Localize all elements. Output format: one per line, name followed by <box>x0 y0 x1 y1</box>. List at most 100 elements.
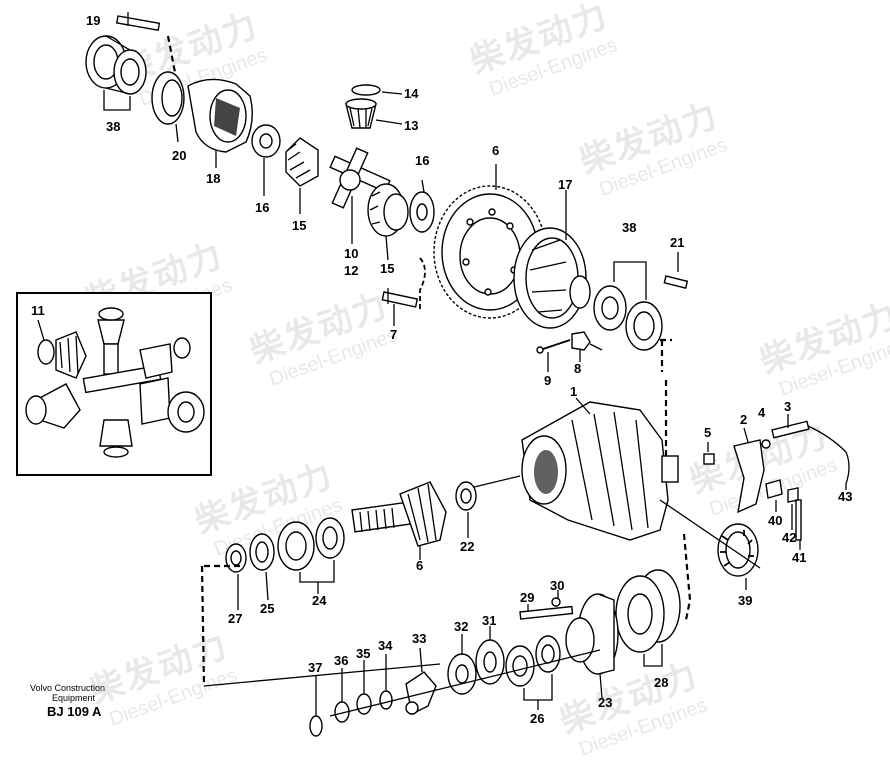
part-label-27: 27 <box>228 611 242 626</box>
washer-14 <box>351 84 381 96</box>
part-label-40: 40 <box>768 513 782 528</box>
part-label-6b: 6 <box>416 558 423 573</box>
part-label-33: 33 <box>412 631 426 646</box>
bolt-3 <box>771 420 810 439</box>
part-label-21: 21 <box>670 235 684 250</box>
part-label-38b: 38 <box>622 220 636 235</box>
drive-pinion-6 <box>351 481 447 547</box>
thrust-washer-16-second <box>409 191 435 233</box>
flange-28 <box>615 569 681 653</box>
part-label-34: 34 <box>378 638 393 653</box>
leader-38 <box>613 261 647 300</box>
flange-33 <box>405 671 437 716</box>
part-label-24: 24 <box>312 593 327 608</box>
part-label-4: 4 <box>758 405 766 420</box>
differential-case-half-17 <box>513 227 591 329</box>
part-label-43: 43 <box>838 489 852 504</box>
part-label-14: 14 <box>404 86 419 101</box>
washer-34 <box>379 690 393 710</box>
pinion-gear-13 <box>345 98 377 129</box>
axle-housing-1 <box>521 401 679 541</box>
spacer-27 <box>225 543 247 573</box>
side-gear-15 <box>285 137 319 187</box>
publisher-note: Volvo Construction Equipment <box>30 683 105 703</box>
nut-35 <box>356 693 372 715</box>
washer-30 <box>551 597 561 607</box>
part-label-5: 5 <box>704 425 711 440</box>
part-label-23: 23 <box>598 695 612 710</box>
part-label-12: 12 <box>344 263 358 278</box>
spider-cross-10 <box>329 147 391 209</box>
part-label-35: 35 <box>356 646 370 661</box>
part-label-3: 3 <box>784 399 791 414</box>
inset-gear-assembly <box>25 307 205 458</box>
bolt-29 <box>519 605 574 620</box>
bearing-38-top <box>85 35 147 95</box>
part-label-10: 10 <box>344 246 358 261</box>
part-label-2: 2 <box>740 412 747 427</box>
bolt-19 <box>115 12 161 31</box>
bearing-26 <box>505 635 561 687</box>
part-label-15b: 15 <box>380 261 394 276</box>
part-label-7: 7 <box>390 327 397 342</box>
dashed-assembly-line <box>660 338 672 470</box>
dashed-assembly-line <box>419 257 426 312</box>
bolt-7 <box>381 288 419 308</box>
spacer-32 <box>447 653 477 695</box>
part-label-26: 26 <box>530 711 544 726</box>
part-label-1: 1 <box>570 384 577 399</box>
part-label-18: 18 <box>206 171 220 186</box>
side-gear-15-second <box>367 183 409 237</box>
part-label-17: 17 <box>558 177 572 192</box>
ring-20 <box>151 71 185 125</box>
drawing-reference: BJ 109 A <box>47 704 102 719</box>
part-label-39: 39 <box>738 593 752 608</box>
leader-28 <box>643 644 663 667</box>
part-label-22: 22 <box>460 539 474 554</box>
part-label-11: 11 <box>31 303 45 318</box>
part-label-20: 20 <box>172 148 186 163</box>
note-line-2: Equipment <box>52 693 96 703</box>
bolt-21 <box>663 275 689 289</box>
nut-8 <box>571 331 591 351</box>
differential-case-half-18 <box>187 78 253 153</box>
ring-37 <box>309 715 323 737</box>
bearing-24 <box>277 517 345 571</box>
part-label-28: 28 <box>654 675 668 690</box>
part-label-19: 19 <box>86 13 100 28</box>
leader-24 <box>299 560 335 583</box>
bearing-cap-2 <box>733 439 765 514</box>
part-label-25: 25 <box>260 601 274 616</box>
lock-plate-40 <box>765 479 783 499</box>
seal-ring-31 <box>475 639 505 685</box>
dashed-assembly-line <box>200 533 692 687</box>
part-label-38a: 38 <box>106 119 120 134</box>
lock-wire-43 <box>807 425 850 485</box>
note-line-1: Volvo Construction <box>30 683 106 693</box>
lock-plate-9 <box>536 339 571 354</box>
bearing-22 <box>455 481 477 511</box>
part-label-32: 32 <box>454 619 468 634</box>
bearing-38-right <box>593 285 663 351</box>
part-label-15a: 15 <box>292 218 306 233</box>
part-label-36: 36 <box>334 653 348 668</box>
sleeve-5 <box>703 453 715 465</box>
part-label-30: 30 <box>550 578 564 593</box>
part-label-9: 9 <box>544 373 551 388</box>
screw-41 <box>795 499 802 541</box>
washer-4 <box>761 439 771 449</box>
part-label-31: 31 <box>482 613 496 628</box>
part-label-37: 37 <box>308 660 322 675</box>
part-label-16a: 16 <box>255 200 269 215</box>
part-label-42: 42 <box>782 530 796 545</box>
part-label-6a: 6 <box>492 143 499 158</box>
thrust-washer-16 <box>251 124 281 158</box>
part-label-13: 13 <box>404 118 418 133</box>
part-label-29: 29 <box>520 590 534 605</box>
leader-38 <box>103 90 131 111</box>
part-label-16b: 16 <box>415 153 429 168</box>
companion-flange-23 <box>565 593 619 675</box>
part-label-8: 8 <box>574 361 581 376</box>
